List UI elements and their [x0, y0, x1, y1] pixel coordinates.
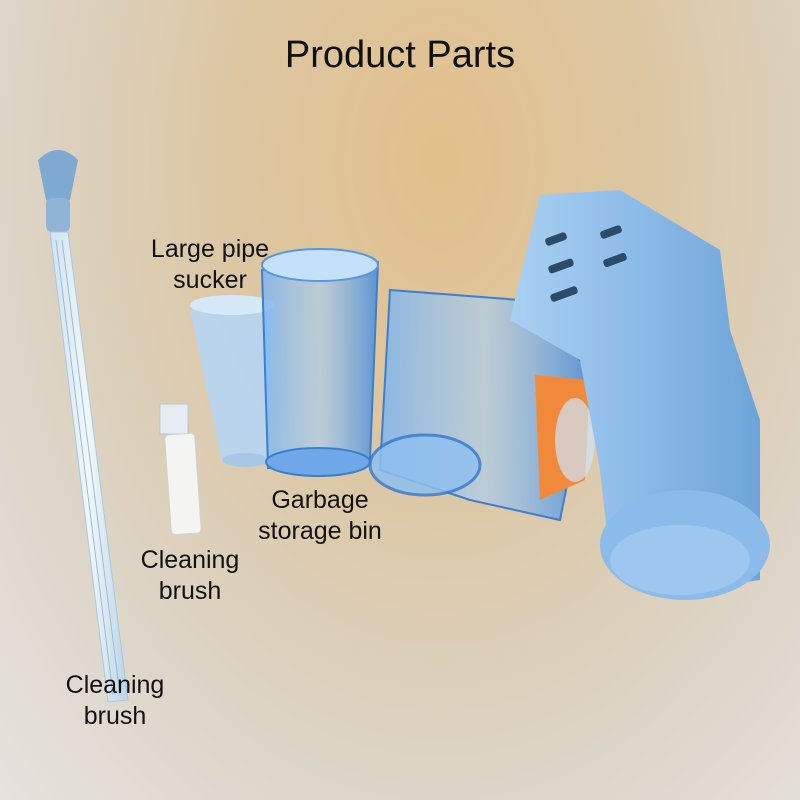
garbage-storage-bin-part: [368, 288, 595, 522]
label-line: Garbage: [271, 486, 369, 514]
page-title: Product Parts: [284, 34, 516, 76]
large-pipe-sucker-label: Large pipe sucker: [130, 234, 290, 296]
label-line: brush: [158, 577, 222, 605]
small-cleaning-brush: [159, 403, 202, 536]
small-cleaning-brush-label: Cleaning brush: [120, 545, 260, 607]
long-cleaning-brush-label: Cleaning brush: [45, 670, 185, 732]
label-line: Large pipe: [150, 235, 270, 263]
garbage-storage-bin-label: Garbage storage bin: [240, 485, 400, 547]
long-cleaning-brush: [38, 150, 129, 703]
label-line: sucker: [173, 266, 247, 294]
vacuum-main-body: [510, 190, 770, 600]
label-line: Cleaning: [65, 671, 165, 699]
large-pipe-sucker-part: [190, 295, 275, 467]
label-line: brush: [83, 702, 147, 730]
clear-cylinder-part: [260, 248, 380, 477]
label-line: Cleaning: [140, 546, 240, 574]
label-line: storage bin: [258, 517, 382, 545]
